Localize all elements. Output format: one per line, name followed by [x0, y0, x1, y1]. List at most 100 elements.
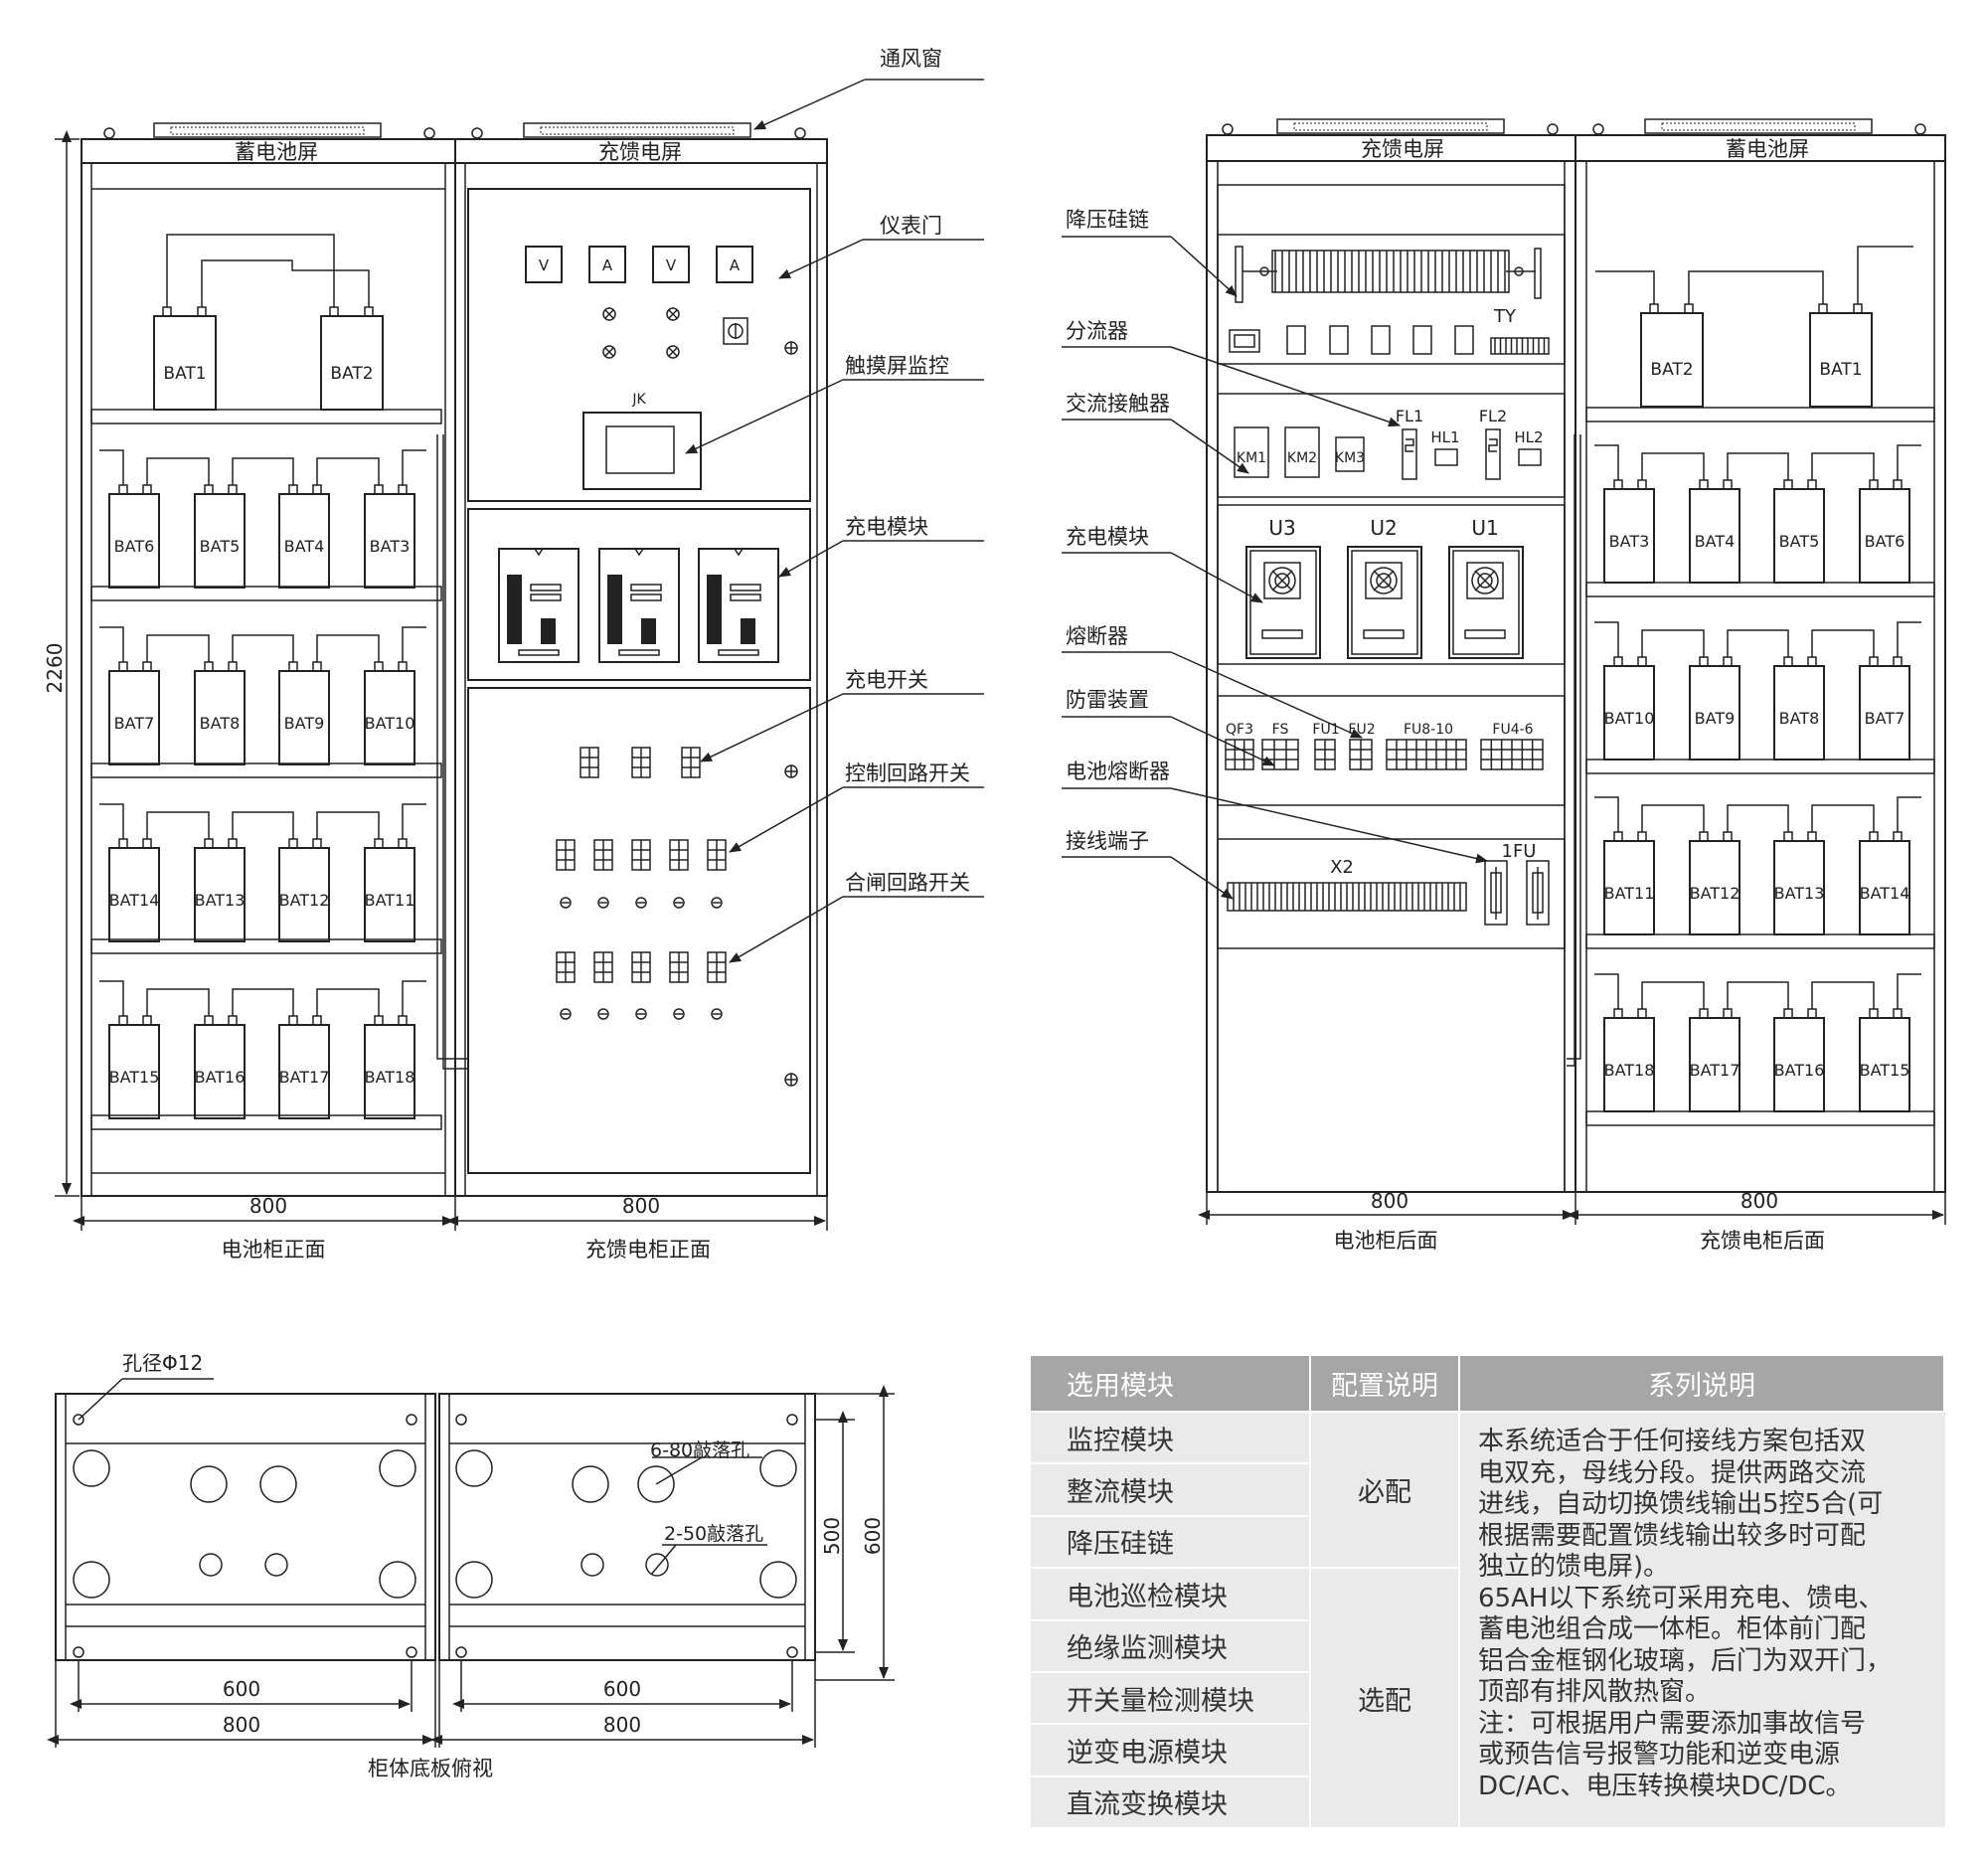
fan-icon: [1263, 562, 1301, 599]
rotary-switch-icon: [723, 317, 748, 345]
label-fu1: FU1: [1312, 722, 1339, 738]
battery-cell: [364, 493, 415, 589]
battery-cell: [1689, 840, 1740, 935]
battery-label: BAT10: [1604, 709, 1655, 728]
battery-cell: [194, 493, 246, 589]
callout-charge-module: 充电模块: [845, 515, 928, 539]
switch-icon: [580, 747, 599, 778]
height-dim: 2260: [43, 643, 67, 694]
fuse-block-icon: [1261, 739, 1299, 770]
battery-cell: [1689, 1017, 1740, 1112]
indicator-icon: [711, 1008, 723, 1020]
callout-instrument-door: 仪表门: [880, 214, 942, 238]
table-header-config: 配置说明: [1311, 1356, 1460, 1411]
caption-charge-front: 充馈电柜正面: [585, 1238, 711, 1262]
voltmeter-icon: [652, 246, 690, 283]
terminal-strip-ticks: [1233, 883, 1461, 911]
switch-icon: [631, 839, 651, 871]
battery-cell: [1859, 665, 1910, 760]
table-row-module: 监控模块: [1031, 1411, 1311, 1463]
battery-cell: [194, 1024, 246, 1119]
door-lock-icon: [784, 764, 798, 778]
config-optional: 选配: [1311, 1567, 1460, 1827]
battery-row-1-rear: BAT2 BAT1: [1595, 246, 1913, 408]
table-row-module: 降压硅链: [1031, 1514, 1311, 1568]
description-line: 铝合金框钢化玻璃，后门为双开门，: [1478, 1645, 1893, 1676]
switch-icon: [669, 951, 689, 983]
vent-grille-left: [153, 122, 382, 138]
indicator-lamp-icon: [666, 345, 680, 359]
battery-label: BAT8: [1779, 709, 1820, 728]
battery-cell: [108, 847, 160, 942]
label-u3: U3: [1268, 516, 1295, 540]
label-u1: U1: [1471, 516, 1498, 540]
battery-label: BAT12: [1690, 884, 1740, 903]
shunt-fl1-icon: [1402, 428, 1417, 480]
label-fu2: FU2: [1348, 722, 1375, 738]
rectifier-module: [1347, 546, 1422, 659]
description-line: 65AH以下系统可采用充电、馈电、: [1478, 1583, 1885, 1613]
callout-fuse: 熔断器: [1066, 624, 1128, 648]
switch-icon: [669, 839, 689, 871]
battery-label: BAT13: [1774, 884, 1825, 903]
battery-label: BAT15: [1860, 1061, 1910, 1080]
label-km3: KM3: [1335, 450, 1365, 466]
indicator-icon: [560, 1008, 572, 1020]
battery-label: BAT6: [114, 537, 155, 556]
base-plate-right: [438, 1393, 816, 1661]
callout-shunt: 分流器: [1066, 319, 1128, 343]
indicator-icon: [597, 897, 609, 909]
width-dim-rear-left: 800: [1371, 1189, 1408, 1213]
silicon-chain-panel: [1217, 234, 1566, 365]
description-line: 独立的馈电屏)。: [1478, 1552, 1670, 1582]
callout-touch-screen: 触摸屏监控: [845, 354, 949, 378]
rectifier-module: [1245, 546, 1321, 659]
indicator-icon: [711, 897, 723, 909]
callout-silicon-chain: 降压硅链: [1066, 208, 1149, 232]
battery-cell: [364, 670, 415, 765]
battery-cell: [1773, 488, 1825, 584]
fuse-panel: [1217, 695, 1566, 806]
battery-label: BAT13: [195, 891, 246, 910]
table-row-module: 开关量检测模块: [1031, 1670, 1311, 1724]
battery-label: BAT18: [365, 1068, 415, 1087]
battery-cell: [364, 1024, 415, 1119]
battery-label: BAT2: [330, 364, 373, 384]
rear-battery-screen-title: 蓄电池屏: [1726, 137, 1809, 161]
switch-icon: [681, 747, 701, 778]
dim-600-vertical: 600: [861, 1517, 885, 1555]
switch-panel: [467, 687, 811, 1174]
table-row-module: 绝缘监测模块: [1031, 1618, 1311, 1671]
mounting-holes: [73, 1414, 798, 1658]
battery-label: BAT6: [1865, 532, 1905, 551]
series-description: 本系统适合于任何接线方案包括双 电双充，母线分段。提供两路交流 进线，自动切换馈…: [1460, 1411, 1945, 1827]
battery-screen-title: 蓄电池屏: [235, 140, 318, 164]
switch-icon: [631, 951, 651, 983]
description-line: 蓄电池组合成一体柜。柜体前门配: [1478, 1614, 1867, 1644]
battery-label: BAT10: [365, 714, 415, 733]
battery-cell: [320, 315, 384, 411]
door-lock-icon: [784, 1073, 798, 1087]
rear-charge-module-panel: [1217, 504, 1566, 665]
switch-icon: [631, 747, 651, 778]
battery-cell: [278, 847, 330, 942]
battery-cell: [1603, 488, 1655, 584]
battery-label: BAT17: [279, 1068, 330, 1087]
battery-cell: [194, 670, 246, 765]
config-table: 选用模块 配置说明 系列说明 监控模块 整流模块 降压硅链 电池巡检模块 绝缘监…: [1031, 1356, 1945, 1827]
battery-label: BAT16: [195, 1068, 246, 1087]
label-u2: U2: [1370, 516, 1397, 540]
callout-control-switch: 控制回路开关: [845, 761, 970, 785]
shunt-fl2-icon: [1485, 428, 1501, 480]
battery-label: BAT9: [284, 714, 325, 733]
battery-label: BAT17: [1690, 1061, 1740, 1080]
description-line: 注：可根据用户需要添加事故信号: [1478, 1708, 1867, 1739]
callout-battery-fuse: 电池熔断器: [1066, 760, 1170, 783]
description-line: 进线，自动切换馈线输出5控5合(可: [1478, 1489, 1884, 1519]
battery-cell: [153, 315, 217, 411]
charge-module: [498, 548, 580, 663]
battery-label: BAT12: [279, 891, 330, 910]
fan-icon: [1365, 562, 1403, 599]
knockout-holes-80: [73, 1449, 797, 1599]
callout-surge-protector: 防雷装置: [1066, 688, 1149, 712]
